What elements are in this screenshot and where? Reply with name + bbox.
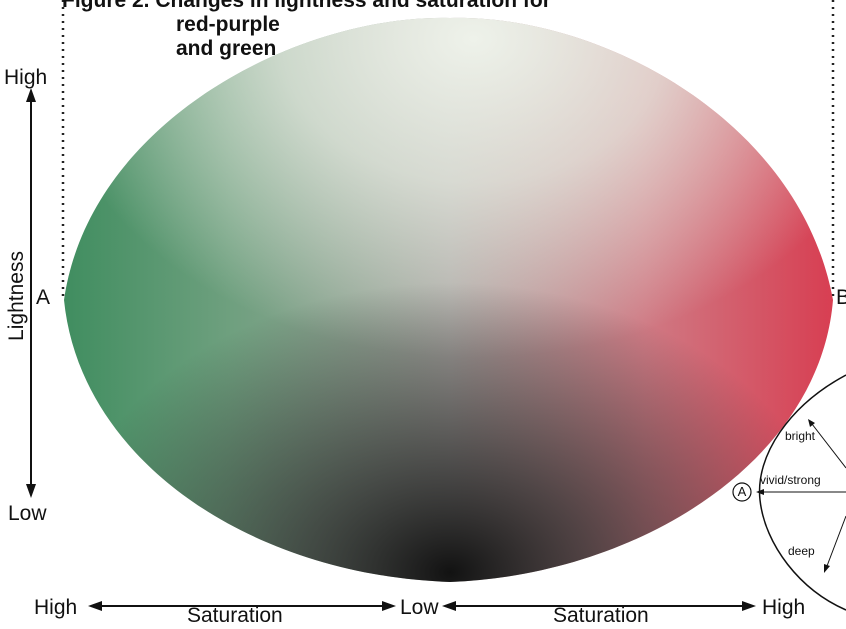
saturation-right-label: Saturation (553, 604, 649, 627)
lightness-high-label: High (4, 66, 48, 89)
saturation-low-label: Low (400, 596, 439, 619)
saturation-left-label: Saturation (187, 604, 283, 627)
saturation-left-high-label: High (34, 596, 78, 619)
figure-title-line2: red-purple (176, 13, 280, 36)
inset-arc (758, 374, 846, 611)
saturation-right-high-label: High (762, 596, 806, 619)
point-b-label: B (836, 286, 846, 309)
bright-arrow (811, 423, 846, 469)
inset-point-circle (732, 482, 752, 502)
inset-bright-label: bright (785, 429, 816, 443)
point-a-label: A (36, 286, 51, 309)
lightness-low-label: Low (8, 502, 47, 525)
inset-deep-label: deep (788, 544, 815, 558)
inset-vivid-label: vivid/strong (760, 473, 821, 487)
inset-point-label: A (737, 484, 747, 499)
figure-title-line1: Figure 2. Changes in lightness and satur… (62, 0, 551, 12)
figure-title-line3: and green (176, 37, 277, 60)
deep-arrow (826, 515, 846, 567)
